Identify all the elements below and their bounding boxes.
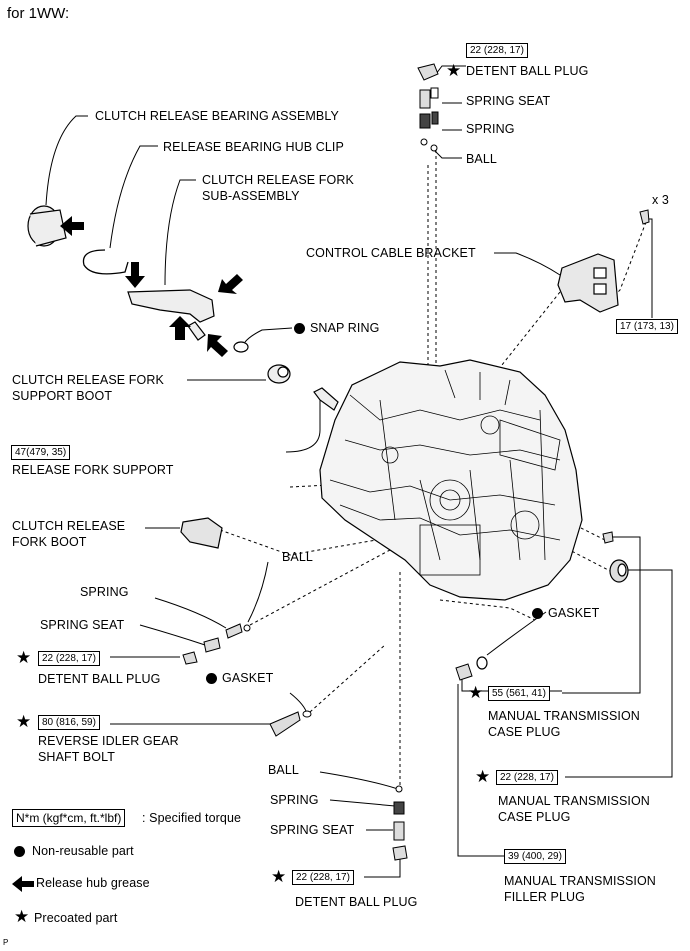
label-ball-top: BALL <box>466 152 497 166</box>
label-case-plug-b-2: CASE PLUG <box>498 810 571 824</box>
page-header: for 1WW: <box>7 5 70 22</box>
label-gasket-left: GASKET <box>222 671 274 685</box>
star-icon: ★ <box>468 683 484 702</box>
star-icon: ★ <box>446 61 462 80</box>
legend-torque-box: N*m (kgf*cm, ft.*lbf) <box>12 809 126 827</box>
label-clutch-release-bearing: CLUTCH RELEASE BEARING ASSEMBLY <box>95 109 339 123</box>
torque-case-plug-b: 22 (228, 17) <box>496 770 558 785</box>
label-snap-ring: SNAP RING <box>310 321 380 335</box>
label-clutch-release-fork-1: CLUTCH RELEASE FORK <box>202 173 354 187</box>
footer-code: P <box>3 938 9 947</box>
label-gasket-right: GASKET <box>548 606 600 620</box>
grease-arrows <box>60 216 243 357</box>
label-spring-left: SPRING <box>80 585 129 599</box>
label-release-bearing-hub-clip: RELEASE BEARING HUB CLIP <box>163 140 344 154</box>
label-fork-boot-1: CLUTCH RELEASE <box>12 519 126 533</box>
leader-bearing <box>45 115 88 206</box>
label-detent-ball-plug-bottom: DETENT BALL PLUG <box>295 895 418 909</box>
label-clutch-release-fork-2: SUB-ASSEMBLY <box>202 189 300 203</box>
label-spring-seat-bottom: SPRING SEAT <box>270 823 355 837</box>
leader-snapring <box>244 327 293 343</box>
label-ball-bottom: BALL <box>268 763 299 777</box>
non-reusable-icon <box>294 323 305 334</box>
label-spring-top: SPRING <box>466 122 515 136</box>
legend-non-reusable-icon <box>14 846 25 857</box>
leader-fork <box>164 179 196 286</box>
star-icon: ★ <box>16 712 32 731</box>
torque-detent-left: 22 (228, 17) <box>38 651 100 666</box>
bracket-part <box>557 253 619 313</box>
torque-case-plug-a: 55 (561, 41) <box>488 686 550 701</box>
legend-non-reusable: Non-reusable part <box>32 844 134 858</box>
legend-precoated: Precoated part <box>34 911 118 925</box>
star-icon: ★ <box>16 648 32 667</box>
legend-star-icon: ★ <box>14 907 30 926</box>
legend-torque-text: : Specified torque <box>142 811 242 825</box>
label-release-fork-support: RELEASE FORK SUPPORT <box>12 463 174 477</box>
label-spring-seat-left: SPRING SEAT <box>40 618 125 632</box>
legend-grease: Release hub grease <box>36 876 150 890</box>
label-support-boot-1: CLUTCH RELEASE FORK <box>12 373 164 387</box>
torque-fork-support: 47(479, 35) <box>11 445 71 460</box>
label-case-plug-a-1: MANUAL TRANSMISSION <box>488 709 640 723</box>
non-reusable-icon <box>206 673 217 684</box>
torque-filler-plug: 39 (400, 29) <box>504 849 566 864</box>
label-reverse-idler-2: SHAFT BOLT <box>38 750 115 764</box>
non-reusable-icon <box>532 608 543 619</box>
label-case-plug-b-1: MANUAL TRANSMISSION <box>498 794 650 808</box>
bearing-part <box>27 205 67 247</box>
label-detent-ball-plug-left: DETENT BALL PLUG <box>38 672 161 686</box>
label-spring-seat-top: SPRING SEAT <box>466 94 551 108</box>
label-filler-plug-1: MANUAL TRANSMISSION <box>504 874 656 888</box>
legend-arrow-left-icon <box>12 876 34 892</box>
label-reverse-idler-1: REVERSE IDLER GEAR <box>38 734 179 748</box>
label-x3: x 3 <box>652 193 669 207</box>
leader-hubclip <box>109 145 158 249</box>
label-fork-boot-2: FORK BOOT <box>12 535 87 549</box>
label-detent-ball-plug-top: DETENT BALL PLUG <box>466 64 589 78</box>
label-ball-left: BALL <box>282 550 313 564</box>
star-icon: ★ <box>271 867 287 886</box>
label-spring-bottom: SPRING <box>270 793 319 807</box>
fork-part <box>127 289 215 341</box>
label-control-cable-bracket: CONTROL CABLE BRACKET <box>306 246 476 260</box>
torque-reverse-idler: 80 (816, 59) <box>38 715 100 730</box>
label-filler-plug-2: FILLER PLUG <box>504 890 585 904</box>
star-icon: ★ <box>475 767 491 786</box>
torque-detent-top: 22 (228, 17) <box>466 43 528 58</box>
torque-bracket: 17 (173, 13) <box>616 319 678 334</box>
torque-detent-bottom: 22 (228, 17) <box>292 870 354 885</box>
label-support-boot-2: SUPPORT BOOT <box>12 389 113 403</box>
label-case-plug-a-2: CASE PLUG <box>488 725 561 739</box>
